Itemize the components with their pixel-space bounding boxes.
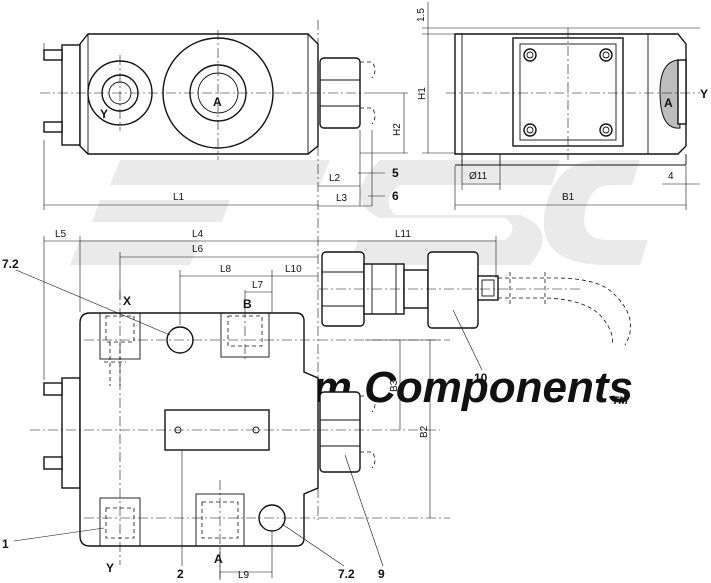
dim-l10: L10 — [285, 264, 302, 275]
plan-bolt-head-top — [43, 382, 63, 396]
plan-bolt-head-bottom — [43, 456, 63, 470]
port-y-label-side: Y — [100, 107, 108, 121]
callout-1: 1 — [2, 537, 9, 551]
port-a-label-end: A — [664, 96, 673, 110]
dim-l2: L2 — [329, 173, 341, 184]
dim-l3: L3 — [336, 193, 348, 204]
dim-1-5: 1.5 — [416, 8, 427, 22]
fsc-logo-mark — [70, 160, 648, 265]
port-x-label: X — [123, 294, 131, 308]
port-b-label: B — [243, 297, 252, 311]
dim-h2: H2 — [392, 123, 403, 136]
dim-4: 4 — [668, 171, 674, 182]
side-bolt-head-bottom — [43, 121, 63, 133]
dim-b2: B2 — [419, 425, 430, 438]
side-port-plate — [61, 44, 81, 146]
dim-l9: L9 — [238, 570, 250, 581]
callout-5: 5 — [392, 166, 399, 180]
side-bolt-head-top — [43, 49, 63, 61]
plan-hex-nut — [319, 391, 361, 473]
dim-l4: L4 — [192, 229, 204, 240]
callout-2: 2 — [177, 567, 184, 581]
callout-7-2-lower: 7.2 — [338, 567, 355, 581]
section-cutaway — [659, 59, 681, 129]
callout-6: 6 — [392, 189, 399, 203]
dim-l7: L7 — [252, 280, 264, 291]
plan-view: X B Y A — [2, 229, 632, 581]
dim-d11: Ø11 — [469, 171, 488, 182]
dim-h1: H1 — [417, 87, 428, 100]
dim-b1: B1 — [562, 192, 575, 203]
dim-l11: L11 — [395, 229, 411, 240]
callout-9: 9 — [378, 567, 385, 581]
port-y-label-end: Y — [700, 87, 708, 101]
port-a-label-plan: A — [214, 552, 223, 566]
solenoid-coil — [427, 251, 479, 329]
dim-l6: L6 — [192, 244, 204, 255]
watermark-trademark: TM — [612, 395, 629, 407]
callout-10: 10 — [474, 371, 488, 385]
plate-screws — [523, 48, 613, 137]
dim-l8: L8 — [220, 264, 232, 275]
dim-b3: B3 — [389, 379, 400, 392]
side-view: Y A H2 L2 L3 5 6 L1 — [40, 20, 408, 520]
dim-l1: L1 — [173, 192, 185, 203]
solenoid-connector — [318, 251, 632, 346]
plan-port-plate — [61, 377, 81, 489]
end-port-face — [677, 59, 687, 125]
dim-l5: L5 — [55, 229, 67, 240]
callout-7-2-upper: 7.2 — [2, 257, 19, 271]
port-a-label-side: A — [213, 95, 222, 109]
connector-plug — [477, 275, 499, 301]
end-view: A Y H1 1.5 Ø11 4 B1 — [416, 2, 708, 210]
port-y-label-plan: Y — [106, 561, 114, 575]
